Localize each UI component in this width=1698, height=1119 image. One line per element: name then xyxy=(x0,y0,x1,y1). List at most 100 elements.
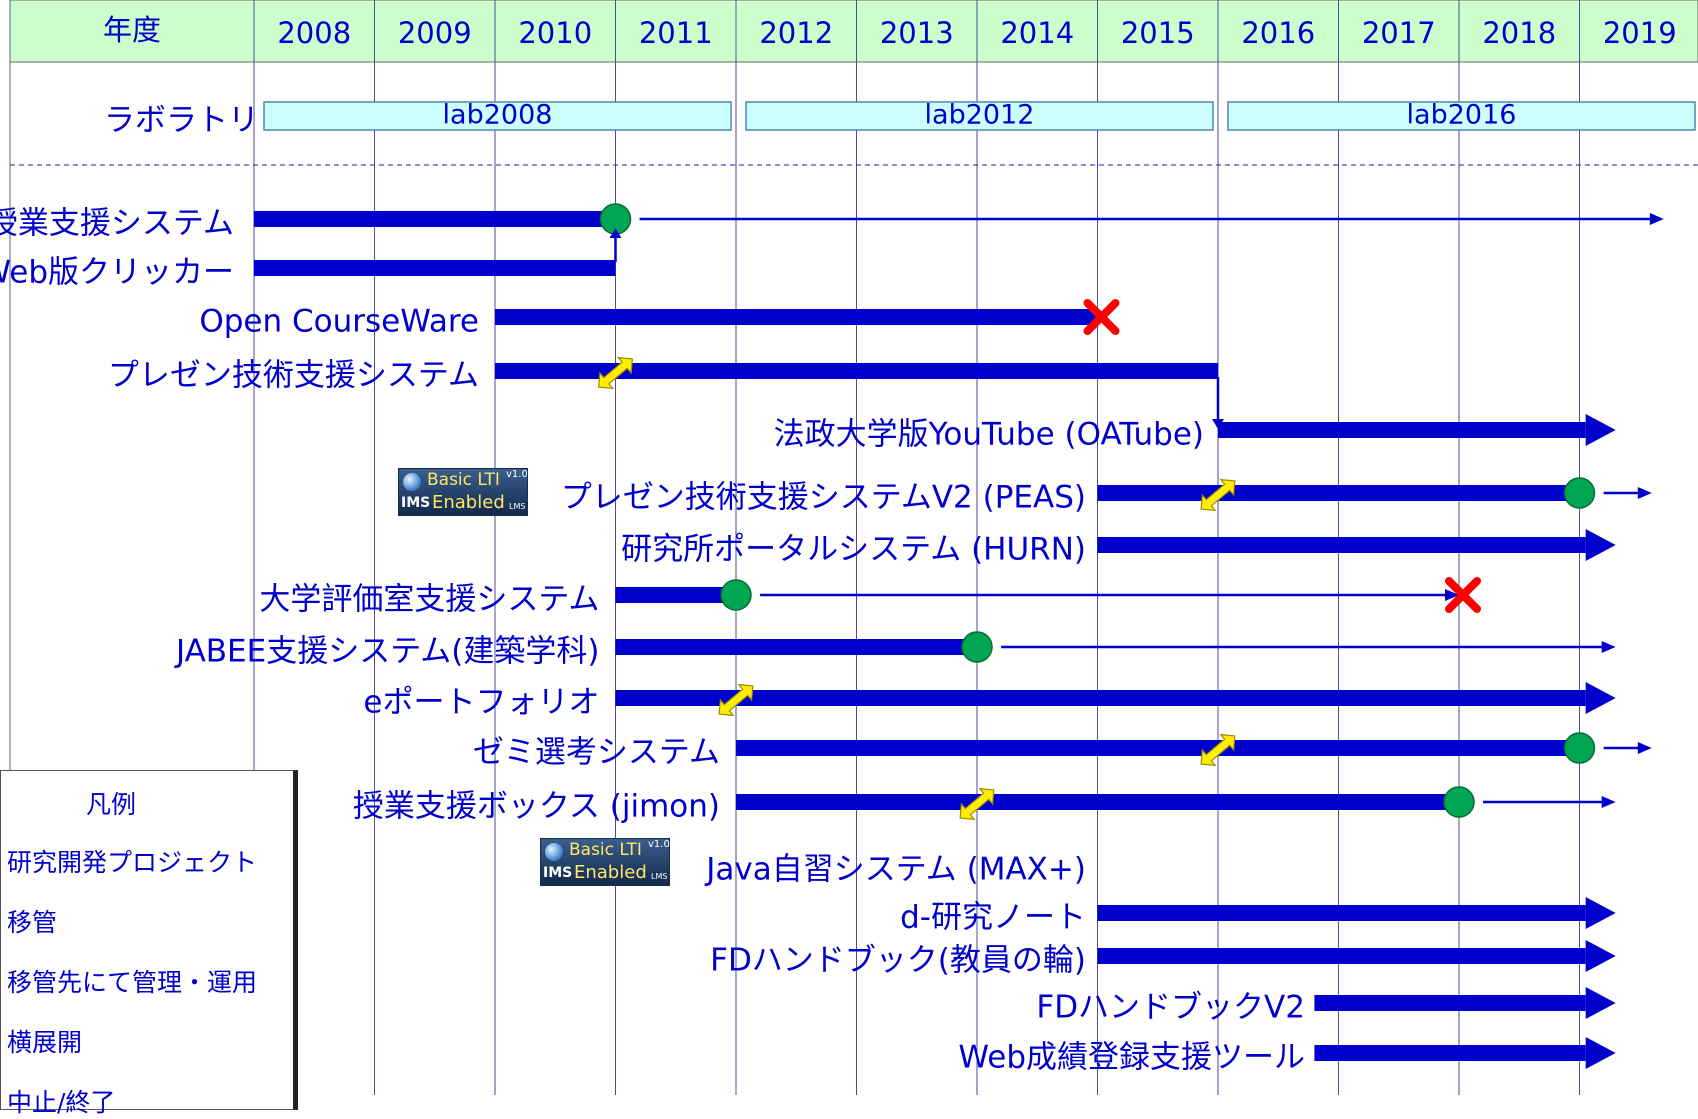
year-label: 2013 xyxy=(880,16,954,50)
project-label: Java自習システム (MAX+) xyxy=(704,852,1086,888)
year-label: 2008 xyxy=(277,16,351,50)
project-bar-arrowhead xyxy=(1585,1037,1616,1069)
project-label: 法政大学版YouTube (OATube) xyxy=(774,417,1204,453)
expand-arrow-icon xyxy=(718,683,754,717)
badge-line2: Enabled xyxy=(432,492,505,513)
expand-arrow-icon xyxy=(1200,478,1236,512)
basic-lti-badge: Basic LTI Enabled IMS v1.0 LMS xyxy=(540,838,670,886)
project-label: Open CourseWare xyxy=(199,304,479,340)
expand-arrow-icon xyxy=(1200,733,1236,767)
legend: 凡例 研究開発プロジェクト 移管 移管先にて管理・運用 横展開 中止/終了 xyxy=(0,770,298,1117)
year-label: 2015 xyxy=(1121,16,1195,50)
legend-item-terminated: 中止/終了 xyxy=(7,1088,116,1117)
managed-line-arrowhead xyxy=(1637,742,1652,754)
project-bar xyxy=(1097,948,1586,964)
project-label: プレゼン技術支援システムV2 (PEAS) xyxy=(561,480,1086,516)
project-label: 研究所ポータルシステム (HURN) xyxy=(621,532,1086,568)
year-label: 2019 xyxy=(1603,16,1677,50)
project-label: プレゼン技術支援システム xyxy=(108,358,479,394)
legend-item-handover: 移管 xyxy=(7,908,58,937)
project-bar-arrowhead xyxy=(1585,414,1616,446)
merge-connector-arrowhead xyxy=(609,228,622,238)
project-bar xyxy=(736,794,1459,810)
project-bar xyxy=(254,260,616,276)
badge-version: v1.0 xyxy=(648,839,670,850)
project-bar xyxy=(615,690,1586,706)
lab-bar xyxy=(745,101,1214,131)
managed-line-arrowhead xyxy=(1637,487,1652,499)
project-bar-arrowhead xyxy=(1585,529,1616,561)
project-bar xyxy=(615,587,736,603)
managed-line-arrowhead xyxy=(1601,641,1616,653)
globe-icon xyxy=(403,473,421,491)
project-bar xyxy=(615,639,977,655)
project-label: d-研究ノート xyxy=(900,900,1086,936)
project-bar-arrowhead xyxy=(1585,940,1616,972)
lab-label: lab2012 xyxy=(925,100,1035,131)
header-label: 年度 xyxy=(103,13,161,47)
expand-arrow-icon xyxy=(959,787,995,821)
project-label: FDハンドブックV2 xyxy=(1036,990,1305,1026)
project-bar xyxy=(495,309,1098,325)
project-bar xyxy=(495,363,1218,379)
managed-line-arrowhead xyxy=(1601,796,1616,808)
project-label: Web版クリッカー xyxy=(0,255,234,291)
terminated-icon xyxy=(1083,299,1120,335)
badge-line1: Basic LTI xyxy=(569,840,642,860)
expand-arrow-shape xyxy=(959,787,995,821)
header-row xyxy=(9,0,1698,63)
managed-line-arrowhead xyxy=(1649,213,1664,225)
project-label: Web成績登録支援ツール xyxy=(958,1040,1305,1076)
project-bar xyxy=(1097,537,1586,553)
legend-title: 凡例 xyxy=(85,790,136,819)
badge-version: v1.0 xyxy=(506,469,528,480)
basic-lti-badge: Basic LTI Enabled IMS v1.0 LMS xyxy=(398,468,528,516)
project-bar-arrowhead xyxy=(1585,682,1616,714)
badge-ims: IMS xyxy=(543,865,573,881)
badge-lms: LMS xyxy=(509,502,526,511)
badge-line1: Basic LTI xyxy=(427,470,500,490)
terminated-icon xyxy=(1445,577,1481,613)
lab-bar xyxy=(263,101,732,131)
badge-lms: LMS xyxy=(651,872,668,881)
expand-arrow-shape xyxy=(718,683,754,717)
project-bar xyxy=(1097,905,1586,921)
expand-arrow-shape xyxy=(1200,478,1236,512)
project-bar xyxy=(1218,422,1586,438)
year-label: 2014 xyxy=(1000,16,1074,50)
year-label: 2010 xyxy=(518,16,592,50)
lab-bar xyxy=(1227,101,1696,131)
managed-line-arrowhead xyxy=(1445,589,1459,601)
badge-line2: Enabled xyxy=(574,862,647,883)
year-label: 2016 xyxy=(1241,16,1315,50)
handover-marker xyxy=(961,631,993,663)
handover-marker xyxy=(720,579,752,611)
project-bar xyxy=(254,211,616,227)
project-bar xyxy=(736,740,1580,756)
expand-arrow-shape xyxy=(597,356,634,390)
lab-label: lab2008 xyxy=(443,100,553,131)
legend-item-operation: 移管先にて管理・運用 xyxy=(7,968,258,997)
year-label: 2017 xyxy=(1362,16,1436,50)
project-bar xyxy=(1314,995,1586,1011)
handover-marker xyxy=(1443,786,1475,818)
year-label: 2018 xyxy=(1482,16,1556,50)
project-bar-arrowhead xyxy=(1585,897,1616,929)
project-label: 授業支援システム xyxy=(0,206,234,242)
legend-item-expansion: 横展開 xyxy=(7,1028,83,1057)
lab-label: lab2016 xyxy=(1407,100,1517,131)
project-bar xyxy=(1314,1045,1586,1061)
project-label: ゼミ選考システム xyxy=(473,735,720,771)
handover-marker xyxy=(1563,477,1596,509)
globe-icon xyxy=(545,843,563,861)
handover-marker xyxy=(1563,732,1596,764)
year-label: 2011 xyxy=(639,16,713,50)
legend-item-project: 研究開発プロジェクト xyxy=(7,848,258,877)
project-bar-arrowhead xyxy=(1585,987,1616,1019)
expand-arrow-shape xyxy=(1200,733,1236,767)
expand-arrow-icon xyxy=(597,356,634,390)
project-label: FDハンドブック(教員の輪) xyxy=(710,943,1086,979)
project-bar xyxy=(1097,485,1580,501)
lab-row-label: ラボラトリ xyxy=(104,103,259,139)
